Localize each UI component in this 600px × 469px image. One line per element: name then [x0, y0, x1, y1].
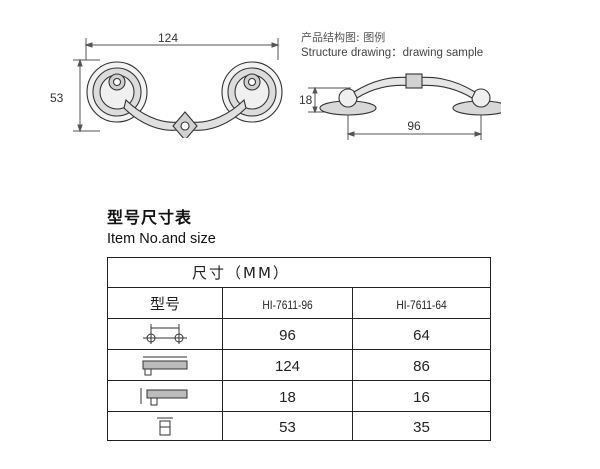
value-16: 16 — [413, 388, 430, 406]
value-124: 124 — [274, 357, 301, 375]
value-64: 64 — [413, 326, 430, 344]
section-title-cn: 型号尺寸表 — [107, 208, 193, 227]
dim-length-label: 124 — [158, 31, 178, 45]
drawing-caption-en: Structure drawing：drawing sample — [301, 47, 484, 59]
section-title-en: Item No.and size — [107, 231, 216, 247]
height-icon — [140, 388, 188, 406]
side-view-drawing: 18 96 — [299, 73, 501, 140]
dim-side-height-label: 18 — [299, 93, 313, 107]
front-view-drawing: 124 53 — [50, 31, 283, 138]
value-53: 53 — [279, 418, 296, 436]
table-model-row: 型号 HI-7611-96 HI-7611-64 — [107, 287, 492, 319]
table-row: 53 35 — [107, 411, 492, 441]
model-name-2: HI-7611-64 — [396, 297, 447, 312]
model-name-1: HI-7611-96 — [262, 297, 313, 312]
dim-height-label: 53 — [50, 91, 64, 105]
value-86: 86 — [413, 357, 430, 375]
unit-header: 尺寸（MM） — [192, 264, 290, 282]
dim-hole-spacing-label: 96 — [407, 119, 421, 133]
model-label: 型号 — [149, 294, 180, 313]
table-row: 96 64 — [107, 318, 492, 350]
drawing-caption-cn: 产品结构图: 图例 — [301, 31, 386, 44]
table-header-row: 尺寸（MM） — [106, 257, 492, 288]
hole-spacing-icon — [143, 324, 187, 344]
width-icon — [157, 417, 173, 436]
overall-length-icon — [142, 356, 188, 376]
value-35: 35 — [413, 418, 430, 436]
size-table: 尺寸（MM） 型号 HI-7611-96 HI-7611-64 96 64 — [106, 257, 492, 441]
value-96: 96 — [279, 326, 296, 344]
table-row: 124 86 — [107, 349, 492, 381]
table-row: 18 16 — [107, 380, 492, 412]
value-18: 18 — [279, 388, 296, 406]
